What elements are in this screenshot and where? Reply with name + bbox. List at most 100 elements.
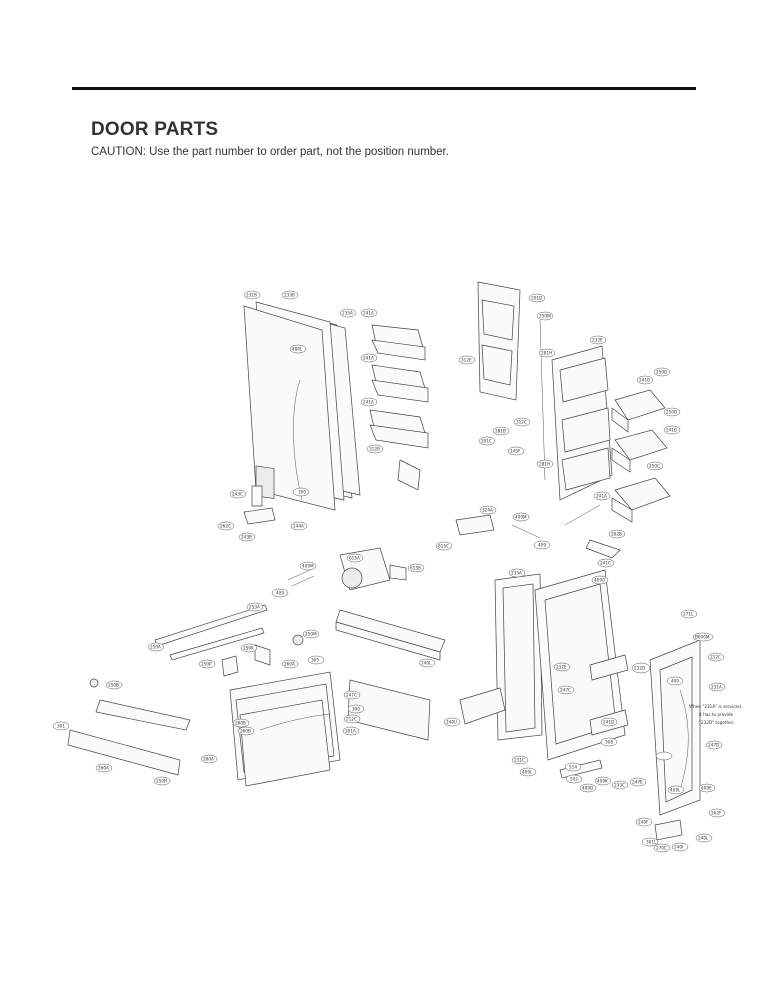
callout-label: 514: [569, 765, 577, 770]
callout-label: 260A: [203, 757, 214, 762]
callout-label: 250D: [666, 410, 677, 415]
callout-label: B600M: [695, 635, 710, 640]
callout-label: 232E: [556, 665, 567, 670]
callout-label: 232D: [634, 666, 645, 671]
callout-label: 409: [671, 679, 679, 684]
callout-label: 409K: [597, 779, 608, 784]
callout-label: 253A: [249, 605, 260, 610]
callout-label: 231C: [514, 758, 525, 763]
callout-label: 324A: [482, 508, 493, 513]
callout-label: 615B: [410, 566, 421, 571]
callout-label: 241D: [603, 720, 614, 725]
callout-label: 145F: [510, 449, 521, 454]
callout-label: 301L: [646, 840, 657, 845]
callout-label: 262B: [611, 532, 622, 537]
callout-label: 235A: [342, 311, 353, 316]
callout-label: 312C: [516, 420, 527, 425]
callout-label: 250D: [656, 370, 667, 375]
callout-label: 232E: [592, 338, 603, 343]
callout-label: 250B: [108, 683, 119, 688]
callout-label: 281B: [495, 429, 506, 434]
page-title: DOOR PARTS: [91, 119, 219, 140]
callout-label: 281H: [539, 462, 550, 467]
callout-label: 312B: [369, 447, 380, 452]
callout-label: 201C: [481, 439, 492, 444]
callout-label: 247C: [346, 693, 357, 698]
left-door-assembly: [243, 301, 429, 525]
callout-label: 241A: [363, 311, 374, 316]
callout-label: 241A: [363, 400, 374, 405]
callout-label: 231A: [711, 685, 722, 690]
right-door-bins: [611, 389, 671, 523]
callout-label: 250P: [201, 662, 212, 667]
callout-label: 301A: [345, 729, 356, 734]
callout-label: 409M: [302, 564, 314, 569]
callout-label: 233A: [511, 571, 522, 576]
callout-label: 212C: [346, 717, 357, 722]
callout-label: 308: [605, 740, 613, 745]
callout-label: 260B: [240, 729, 251, 734]
callout-label: 250C: [649, 464, 660, 469]
callout-label: 312E: [461, 358, 472, 363]
callout-label: 233B: [284, 293, 295, 298]
callout-label: 240F: [638, 820, 649, 825]
callout-label: 502: [570, 777, 578, 782]
callout-label: 262F: [711, 811, 722, 816]
callout-label: 271L: [683, 612, 694, 617]
callout-label: 409: [276, 591, 284, 596]
service-note-line-3: "232D" together.: [699, 720, 734, 725]
callout-label: 231B: [246, 293, 257, 298]
callout-label: 409E: [701, 786, 712, 791]
callout-label: 250A: [150, 645, 161, 650]
freezer-drawer-assembly: [67, 671, 431, 787]
callout-label: 409D: [582, 786, 593, 791]
callout-label: 260A: [98, 766, 109, 771]
callout-label: 409M: [515, 515, 527, 520]
service-note-line-2: it has to provide: [699, 712, 734, 717]
callout-label: 241C: [600, 561, 611, 566]
header-rule: [72, 87, 696, 90]
callout-label: 240I: [674, 845, 683, 850]
callout-label: 201D: [531, 296, 542, 301]
lower-right-door-assembly: [459, 569, 701, 841]
callout-label: 305: [311, 658, 319, 663]
callout-label: 233C: [614, 783, 625, 788]
callout-label: 247E: [632, 780, 643, 785]
callout-bubbles: 231B 233B 235A 241A 480L 241A 241A 312B …: [52, 290, 726, 853]
callout-label: 244A: [293, 524, 304, 529]
callout-label: 300: [298, 490, 306, 495]
callout-label: 250K: [243, 646, 254, 651]
caution-text: CAUTION: Use the part number to order pa…: [91, 146, 449, 158]
callout-label: 240L: [421, 661, 432, 666]
callout-label: 615A: [349, 556, 360, 561]
left-door-bins: [369, 324, 429, 449]
callout-label: 615C: [438, 544, 449, 549]
callout-label: 240U: [446, 720, 457, 725]
callout-label: 260B: [235, 721, 246, 726]
callout-label: 241A: [363, 356, 374, 361]
callout-label: 250M: [305, 632, 317, 637]
callout-label: 250W: [539, 314, 551, 319]
callout-label: 243C: [232, 492, 243, 497]
service-note: When "231A" is serviced, it has to provi…: [689, 704, 742, 725]
callout-label: 241B: [666, 428, 677, 433]
service-note-line-1: When "231A" is serviced,: [689, 704, 742, 709]
callout-label: 409G: [594, 578, 605, 583]
callout-label: 247D: [708, 743, 719, 748]
callout-label: 409L: [522, 770, 533, 775]
callout-label: 241A: [596, 494, 607, 499]
callout-label: 212C: [710, 655, 721, 660]
callout-label: 240L: [698, 836, 709, 841]
middle-components: [154, 547, 446, 677]
callout-label: 301: [57, 724, 65, 729]
callout-label: 247C: [560, 688, 571, 693]
callout-label: 250H: [156, 779, 167, 784]
callout-label: 260A: [284, 662, 295, 667]
callout-label: 409L: [670, 788, 681, 793]
right-door-assembly: [455, 281, 671, 559]
callout-label: 270C: [656, 846, 667, 851]
callout-label: 243B: [241, 535, 252, 540]
callout-label: 281H: [541, 351, 552, 356]
callout-label: 480L: [292, 347, 303, 352]
